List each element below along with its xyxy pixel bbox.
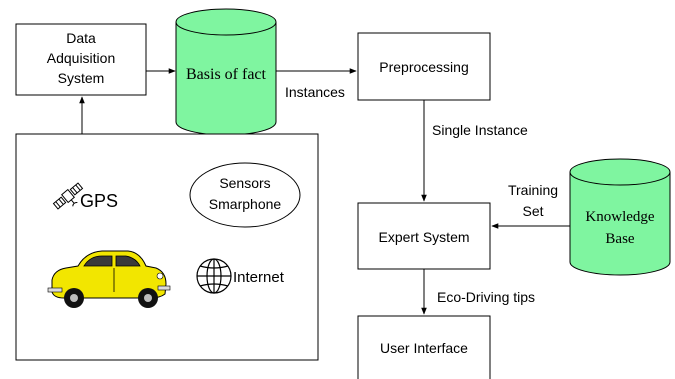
data-acquisition-node: Data Adquisition System (15, 23, 147, 96)
satellite-icon (52, 182, 84, 210)
basis-of-fact-cylinder: Basis of fact (175, 8, 277, 136)
knowledge-base-label-1: Knowledge (585, 209, 654, 225)
instances-label: Instances (285, 84, 345, 100)
car-icon (47, 250, 171, 308)
knowledge-base-label-2: Base (605, 231, 635, 247)
single-instance-label: Single Instance (432, 122, 528, 138)
preprocessing-label: Preprocessing (379, 59, 469, 75)
basis-of-fact-label: Basis of fact (186, 66, 267, 83)
sensors-label-2: Smarphone (209, 196, 282, 212)
internet-label: Internet (233, 269, 285, 286)
user-interface-label: User Interface (380, 340, 468, 356)
eco-driving-label: Eco-Driving tips (437, 289, 535, 305)
gps-label: GPS (80, 191, 118, 211)
data-acquisition-label-1: Data (66, 30, 96, 46)
sensors-node: Sensors Smarphone (189, 162, 301, 228)
training-set-label-1: Training (508, 182, 558, 198)
knowledge-base-cylinder: Knowledge Base (569, 158, 671, 276)
expert-system-label: Expert System (378, 229, 469, 245)
expert-system-node: Expert System (357, 202, 491, 270)
preprocessing-node: Preprocessing (357, 32, 491, 101)
data-acquisition-label-3: System (58, 70, 105, 86)
user-interface-node: User Interface (357, 315, 491, 379)
data-acquisition-label-2: Adquisition (47, 50, 116, 66)
globe-icon (196, 258, 232, 294)
sensors-label-1: Sensors (219, 175, 270, 191)
training-set-label-2: Set (522, 203, 543, 219)
